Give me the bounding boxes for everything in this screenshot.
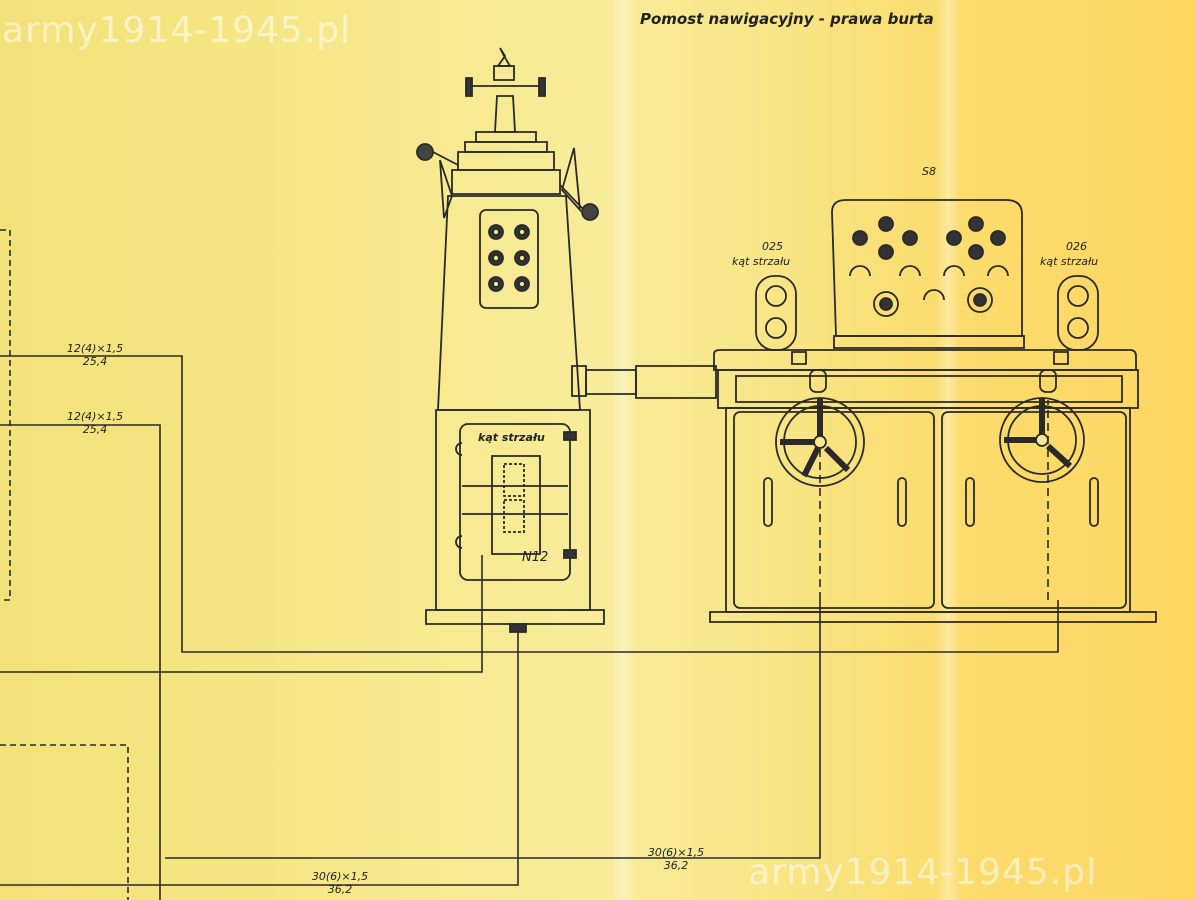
s8-console (710, 200, 1156, 622)
watermark: army1914-1945.pl (2, 10, 352, 51)
cable-spec: 12(4)×1,5 (66, 410, 124, 423)
cable-line (0, 555, 482, 672)
paper-fold (935, 0, 961, 900)
cable-diameter: 36,2 (663, 859, 689, 872)
cable-line (0, 625, 518, 885)
cable-line (0, 356, 1058, 652)
diagram-title: Pomost nawigacyjny - prawa burta (640, 10, 934, 28)
label-n12-header: kąt strzału (478, 431, 545, 444)
handwheel-right (1000, 370, 1084, 482)
cable-label: 12(4)×1,5 25,4 (55, 342, 135, 368)
watermark: army1914-1945.pl (748, 852, 1098, 893)
paper-fold (610, 0, 636, 900)
cable-diameter: 25,4 (82, 355, 108, 368)
cable-spec: 12(4)×1,5 (66, 342, 124, 355)
dashed-box-lower (0, 745, 128, 900)
label-025-name: kąt strzału (732, 255, 791, 268)
cable-label: 30(6)×1,5 36,2 (636, 846, 716, 872)
cable-label: 30(6)×1,5 36,2 (300, 870, 380, 896)
cable-spec: 30(6)×1,5 (647, 846, 705, 859)
label-025-code: 025 (762, 240, 783, 253)
label-n12-code: N12 (522, 550, 549, 565)
cable-line (165, 600, 820, 858)
label-026-code: 026 (1066, 240, 1087, 253)
dashed-box-upper (0, 230, 10, 600)
cable-diameter: 36,2 (327, 883, 353, 896)
label-s8: S8 (922, 165, 936, 178)
cable-label: 12(4)×1,5 25,4 (55, 410, 135, 436)
label-026-name: kąt strzału (1040, 255, 1099, 268)
navigation-column (417, 48, 716, 632)
n12-instrument (460, 424, 570, 580)
cable-line (0, 425, 160, 900)
handwheel-left (776, 370, 864, 486)
cable-spec: 30(6)×1,5 (311, 870, 369, 883)
cable-diameter: 25,4 (82, 423, 108, 436)
